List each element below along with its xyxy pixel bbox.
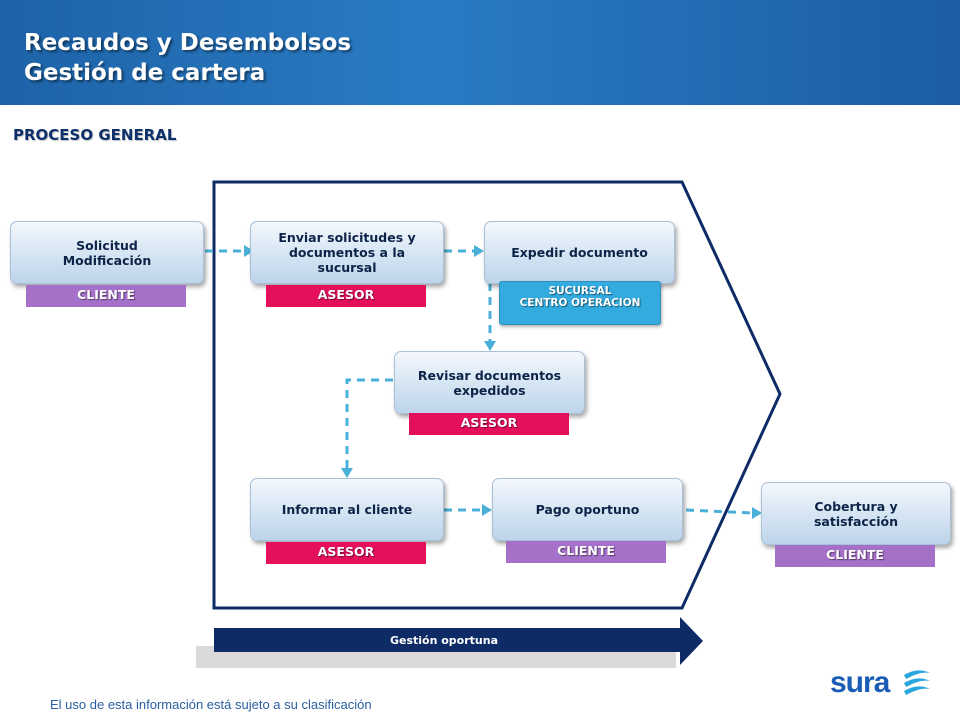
sucursal-line2: CENTRO OPERACION (519, 297, 641, 309)
page-title-line2: Gestión de cartera (24, 60, 266, 86)
connector-revisar-informar (345, 378, 393, 470)
connector-pago-cobertura (685, 508, 755, 515)
role-tag-asesor: ASESOR (409, 413, 569, 435)
role-tag-asesor: ASESOR (266, 285, 426, 307)
role-tag-cliente: CLIENTE (775, 545, 935, 567)
role-tag-sucursal: SUCURSAL CENTRO OPERACION (499, 281, 661, 325)
arrowhead-enviar (244, 245, 254, 257)
header-banner: Recaudos y Desembolsos Gestión de carter… (0, 0, 960, 105)
arrowhead-cobertura (752, 507, 762, 519)
footer-disclaimer: El uso de esta información está sujeto a… (50, 697, 372, 712)
step-expedir-documento: Expedir documento (484, 221, 675, 284)
process-frame (212, 180, 782, 610)
step-label: Expedir documento (511, 245, 648, 260)
logo-swoosh-icon (904, 670, 930, 695)
arrowhead-revisar (484, 341, 496, 351)
step-revisar-documentos: Revisar documentos expedidos (394, 351, 585, 414)
section-title: PROCESO GENERAL (13, 126, 177, 144)
sucursal-line1: SUCURSAL (548, 285, 612, 297)
sura-logo: sura (830, 663, 930, 703)
step-enviar-solicitudes: Enviar solicitudes y documentos a la suc… (250, 221, 444, 284)
step-label: Cobertura y satisfacción (813, 498, 899, 529)
step-informar-cliente: Informar al cliente (250, 478, 444, 541)
step-label: Enviar solicitudes y documentos a la suc… (278, 230, 416, 275)
arrowhead-expedir (474, 245, 484, 257)
step-solicitud-modificacion: Solicitud Modificación (10, 221, 204, 284)
step-label: Informar al cliente (281, 502, 413, 517)
arrowhead-informar (341, 468, 353, 478)
role-tag-asesor: ASESOR (266, 542, 426, 564)
arrowhead-pago (482, 504, 492, 516)
step-pago-oportuno: Pago oportuno (492, 478, 683, 541)
step-label: Solicitud Modificación (62, 237, 152, 268)
page-title: Recaudos y Desembolsos Gestión de carter… (24, 28, 351, 88)
page-title-line1: Recaudos y Desembolsos (24, 30, 352, 56)
role-tag-cliente: CLIENTE (26, 285, 186, 307)
timeline-label: Gestión oportuna (389, 634, 499, 647)
step-label: Pago oportuno (535, 502, 640, 517)
step-cobertura-satisfaccion: Cobertura y satisfacción (761, 482, 951, 545)
timeline-arrow (196, 617, 703, 668)
role-tag-cliente: CLIENTE (506, 541, 666, 563)
logo-wordmark: sura (830, 666, 890, 699)
step-label: Revisar documentos expedidos (417, 367, 562, 398)
